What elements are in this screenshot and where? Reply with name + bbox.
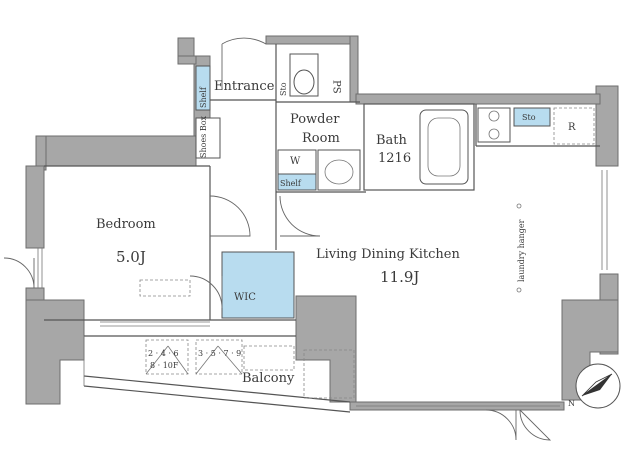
shelf-wash-label: Shelf xyxy=(280,179,302,188)
labels: Entrance Powder Room Bath 1216 Bedroom 5… xyxy=(96,79,576,386)
balcony-door-swing xyxy=(3,257,35,289)
ldk-door-swing xyxy=(485,409,517,441)
bedroom-label: Bedroom xyxy=(96,217,156,232)
sto-entrance-label: Sto xyxy=(279,82,288,96)
hatch-1b-label: 8 · 10F xyxy=(150,361,179,370)
wic-area xyxy=(221,251,295,319)
bedroom-size: 5.0J xyxy=(116,248,146,266)
entrance-label: Entrance xyxy=(214,79,275,94)
powder-door-swing xyxy=(279,195,321,237)
hatch-2-label: 3 · 5 · 7 · 9 xyxy=(198,349,241,358)
shoes-box-label: Shoes Box xyxy=(199,115,208,158)
balcony-label: Balcony xyxy=(242,371,295,386)
ldk-label: Living Dining Kitchen xyxy=(316,247,460,262)
sto-kitchen-label: Sto xyxy=(522,113,536,122)
bedroom-door-swing xyxy=(209,195,251,237)
bath-label: Bath xyxy=(376,133,408,148)
wic-door-swing xyxy=(189,275,223,309)
ps-label: PS xyxy=(331,80,342,94)
w-label: W xyxy=(290,156,301,167)
shelf-left-label: Shelf xyxy=(199,86,208,108)
bath-size: 1216 xyxy=(378,151,411,166)
interior-lines xyxy=(37,44,608,413)
r-label: R xyxy=(568,122,576,133)
bathtub xyxy=(419,109,469,185)
laundry-hanger-label: laundry hanger xyxy=(517,219,526,282)
fixtures xyxy=(139,53,595,399)
doors xyxy=(3,37,552,441)
entrance-door-swing xyxy=(221,37,267,88)
powder-room-label-2: Room xyxy=(302,131,340,146)
north-label: N xyxy=(568,399,575,408)
north-arrow: N xyxy=(568,363,621,409)
wic-label: WIC xyxy=(234,292,256,303)
ldk-size: 11.9J xyxy=(380,268,419,286)
powder-room-label-1: Powder xyxy=(290,112,340,127)
hatch-1-label: 2 · 4 · 6 xyxy=(148,349,179,358)
